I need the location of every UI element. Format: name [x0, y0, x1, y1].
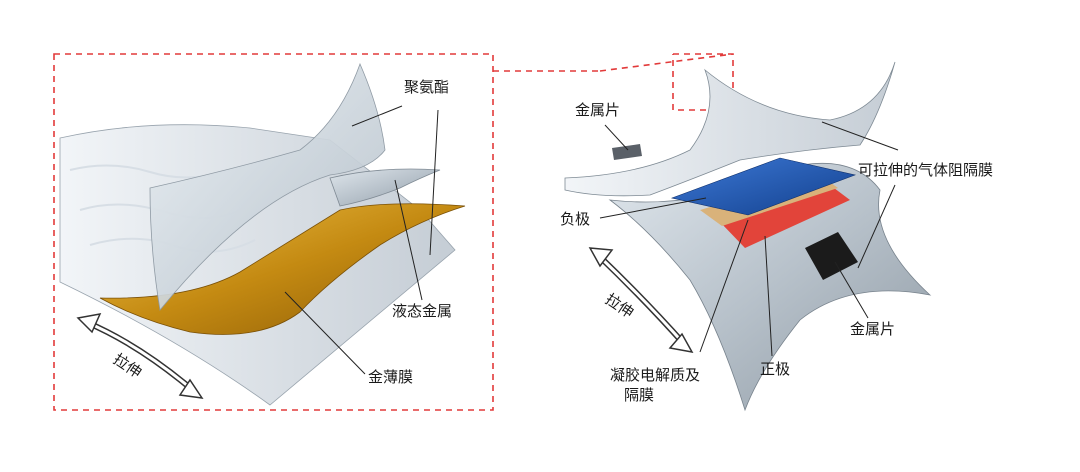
label-gold-film: 金薄膜 [368, 368, 414, 386]
label-gel-electrolyte-2: 隔膜 [624, 386, 655, 404]
label-gel-electrolyte-1: 凝胶电解质及 [610, 366, 701, 384]
left-callout-box [53, 53, 494, 411]
label-negative-electrode: 负极 [560, 210, 591, 228]
label-gas-barrier: 可拉伸的气体阻隔膜 [858, 161, 994, 179]
label-liquid-metal: 液态金属 [392, 302, 453, 320]
stretch-arrow-right [588, 247, 694, 354]
gold-film-layer [99, 203, 466, 335]
positive-layer [720, 185, 850, 248]
liquid-metal-layer [329, 168, 441, 207]
negative-layer [670, 157, 857, 216]
label-metal-sheet-top: 金属片 [575, 101, 621, 119]
label-positive-electrode: 正极 [760, 360, 791, 378]
top-shell [564, 61, 896, 197]
label-metal-sheet-bottom: 金属片 [850, 320, 896, 338]
leader-lines-right [599, 121, 899, 357]
metal-tab-bottom [805, 232, 858, 280]
stretch-arrow-left [76, 313, 204, 399]
polyurethane-layer [149, 62, 386, 311]
metal-tab-top [612, 144, 642, 160]
label-polyurethane: 聚氨酯 [404, 78, 450, 96]
leader-lines-left [284, 105, 439, 375]
